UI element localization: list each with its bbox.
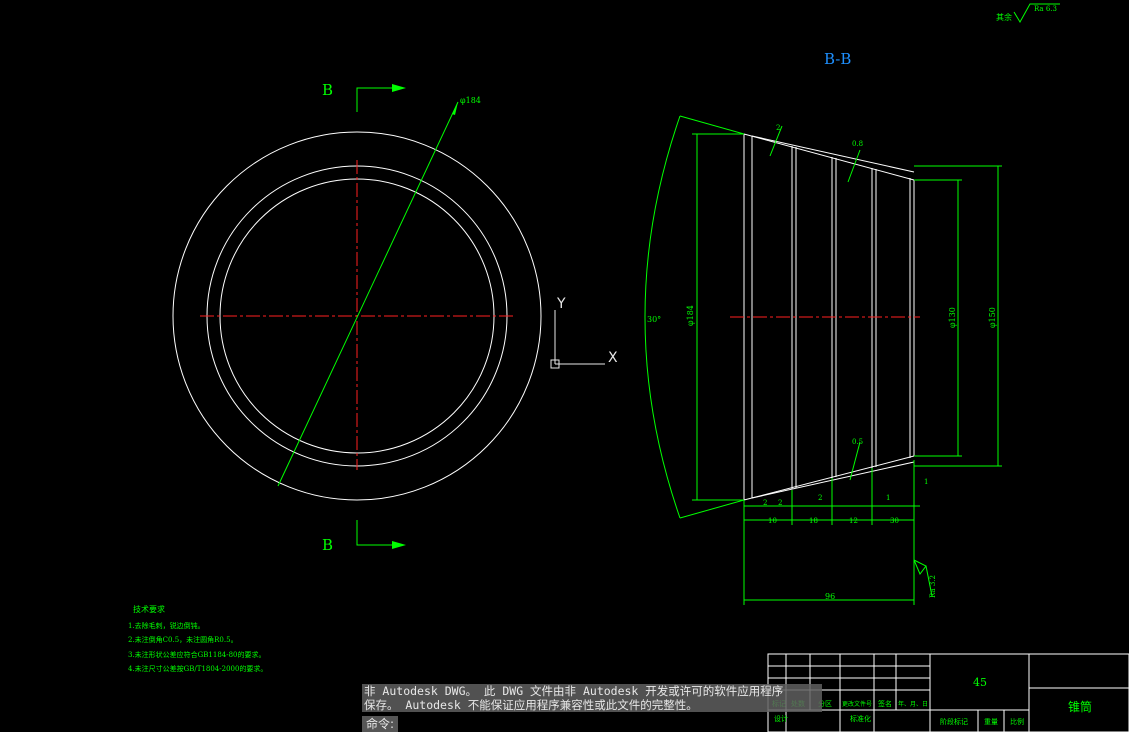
- dim-small-1: 2: [763, 499, 767, 507]
- command-history-line-2: 保存。 Autodesk 不能保证应用程序兼容性或此文件的完整性。: [362, 698, 822, 712]
- roughness-note-top: 其余 Ra 6.3: [996, 3, 1060, 23]
- callout-top-1: [769, 125, 783, 157]
- section-label-bottom: B: [322, 536, 333, 554]
- tb-qianming: 签名: [878, 699, 892, 708]
- diameter-dim-line: [277, 101, 459, 487]
- dim-outer-diameter: φ184: [460, 96, 481, 105]
- roughness-side: Ra 3.2: [929, 575, 937, 598]
- ucs-y-label: Y: [556, 296, 566, 312]
- section-label-top: B: [322, 81, 333, 99]
- section-view: 30° φ184 φ130 φ150 2 0.8 0.5 2 2 2 1 1: [644, 115, 1002, 605]
- dim-angle: 30°: [647, 315, 661, 324]
- dim-96: 96: [825, 592, 835, 601]
- outer-circle: [172, 131, 542, 501]
- tb-bili: 比例: [1010, 717, 1024, 726]
- ucs-x-label: X: [608, 350, 618, 366]
- command-prompt[interactable]: 命令:: [362, 716, 399, 732]
- dim-2-top: 2: [776, 124, 780, 132]
- dim-30: 30: [890, 517, 899, 525]
- dim-small-4: 1: [886, 494, 890, 502]
- technical-notes: 技术要求 1.去除毛刺，锐边倒钝。 2.未注倒角C0.5，未注圆角R0.5。 3…: [128, 604, 267, 673]
- cone-top-inner: [751, 135, 915, 173]
- dim-small-5: 1: [924, 478, 928, 486]
- tb-gengwen: 更改文件号: [842, 700, 872, 708]
- ucs-icon: Y X: [550, 296, 618, 369]
- angle-ext-bottom: [679, 499, 745, 519]
- note-2: 2.未注倒角C0.5，未注圆角R0.5。: [128, 635, 238, 644]
- dim-small-2: 2: [778, 499, 782, 507]
- roughness-top: Ra 6.3: [1034, 5, 1057, 13]
- tb-nianyueri: 年、月、日: [898, 700, 928, 708]
- command-history-line-1: 非 Autodesk DWG。 此 DWG 文件由非 Autodesk 开发或许…: [362, 684, 822, 698]
- section-mark-bottom: [356, 520, 392, 546]
- angle-arc: [644, 115, 681, 519]
- dim-right-outer: φ150: [988, 307, 997, 328]
- tb-fenqu: 分区: [818, 699, 832, 708]
- cone-outer: [743, 133, 915, 501]
- tb-jieduan: 阶段标记: [940, 717, 968, 726]
- note-4: 4.未注尺寸公差按GB/T1804-2000的要求。: [128, 664, 267, 673]
- title-block: 标记 处数 分区 更改文件号 签名 年、月、日 设计 标准化 阶段标记 重量 比…: [767, 653, 1129, 732]
- note-1: 1.去除毛刺，锐边倒钝。: [128, 621, 205, 630]
- dim-18: 18: [809, 517, 818, 525]
- angle-ext-top: [679, 115, 745, 135]
- front-view: φ184 B B: [172, 81, 542, 554]
- tb-part-name: 锥筒: [1068, 699, 1092, 714]
- roughness-symbol-top: [1013, 3, 1060, 23]
- roughness-leader-side: [925, 565, 933, 597]
- dim-05: 0.5: [852, 438, 863, 446]
- notes-title: 技术要求: [133, 604, 165, 614]
- note-3: 3.未注形状公差应符合GB1184-80的要求。: [128, 650, 266, 659]
- section-mark-top: [356, 87, 392, 112]
- roughness-symbol-side: [913, 559, 927, 575]
- tb-material: 45: [973, 676, 987, 689]
- tb-biaozhunhua: 标准化: [850, 714, 871, 723]
- dim-right-inner: φ130: [948, 307, 957, 328]
- cone-bottom-inner: [751, 461, 915, 499]
- section-arrow-top: [392, 84, 406, 92]
- diameter-arrow: [452, 102, 458, 115]
- tb-zhongliang: 重量: [984, 718, 998, 726]
- tb-sheji: 设计: [774, 714, 788, 723]
- dim-12: 12: [849, 517, 858, 525]
- roughness-prefix: 其余: [996, 12, 1012, 22]
- callout-top-2: [847, 149, 861, 183]
- section-title: B-B: [824, 50, 851, 68]
- callout-bottom-1: [849, 441, 861, 481]
- dim-10: 10: [768, 517, 777, 525]
- section-arrow-bottom: [392, 541, 406, 549]
- dim-small-3: 2: [818, 494, 822, 502]
- dim-08: 0.8: [852, 140, 863, 148]
- dim-left-diameter: φ184: [686, 305, 695, 326]
